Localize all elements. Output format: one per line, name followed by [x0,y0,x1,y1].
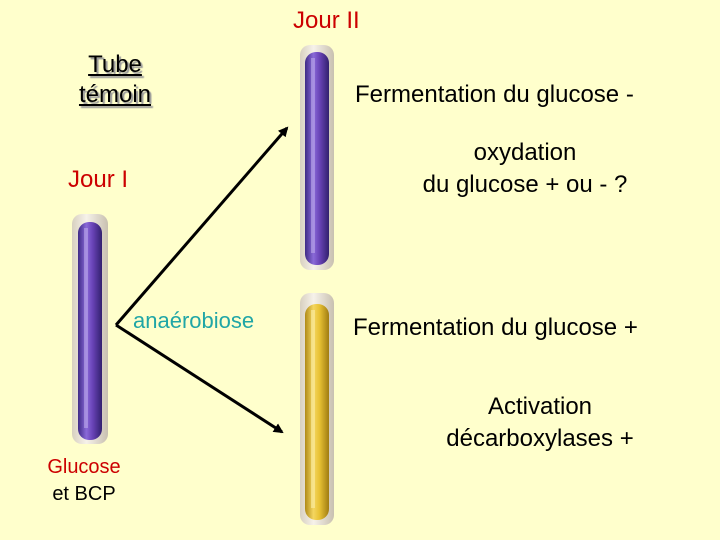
day-two-label: Jour II [293,7,360,34]
day-one-label: Jour I [68,166,129,193]
medium-line1: Glucose [47,456,121,478]
fermentation-negative-label: Fermentation du glucose - [355,81,634,108]
lower-result-tube [300,293,334,525]
control-label-line2: témoin [78,81,152,108]
oxidation-line2: du glucose + ou - ? [422,171,628,198]
oxidation-label: oxydation du glucose + ou - ? [365,137,685,201]
decarboxylase-activation-label: Activation décarboxylases + [400,391,680,455]
control-label-line1: Tube [88,51,142,78]
arrow-to-upper-tube [114,126,289,326]
upper-result-tube [300,45,334,270]
medium-line2: et BCP [52,483,116,505]
activation-line1: Activation [487,393,593,420]
anaerobic-condition-label: anaérobiose [133,308,255,333]
arrow-to-lower-tube [115,323,284,434]
initial-tube [72,214,108,444]
oxidation-line1: oxydation [473,139,577,166]
activation-line2: décarboxylases + [446,425,634,452]
control-tube-label: Tube témoin [60,50,170,110]
fermentation-positive-label: Fermentation du glucose + [353,314,638,341]
medium-label: Glucose et BCP [34,454,134,508]
